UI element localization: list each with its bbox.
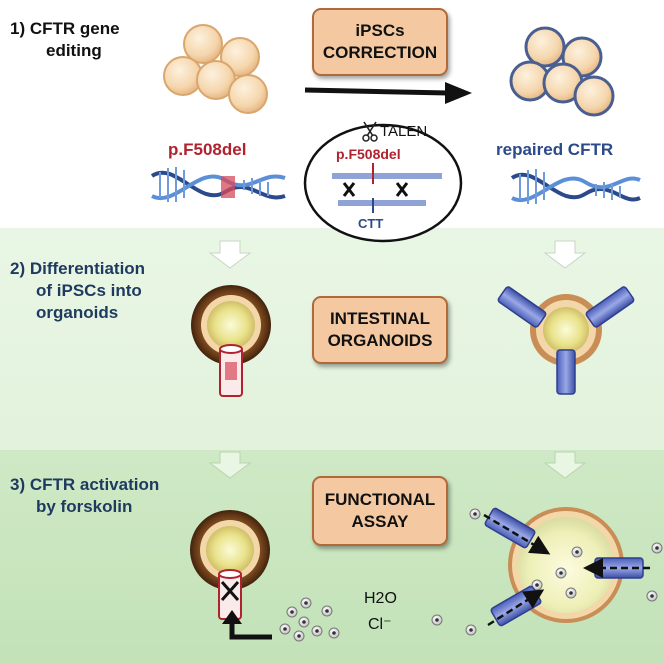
- arrow-right-icon: [445, 82, 472, 104]
- organoids-box-line2: ORGANOIDS: [327, 331, 433, 350]
- down-arrow-icon: [208, 451, 252, 479]
- step2-label: 2) Differentiation of iPSCs into organoi…: [10, 258, 210, 324]
- cftr-channel-icon: [585, 286, 635, 328]
- inset-mutation-label: p.F508del: [336, 146, 401, 162]
- step3-line1: 3) CFTR activation: [10, 475, 160, 494]
- ion-particle-icon: [279, 597, 477, 642]
- talen-label: TALEN: [380, 123, 428, 140]
- down-arrow-icon: [543, 240, 587, 269]
- mutant-label: p.F508del: [168, 140, 247, 159]
- ctt-label: CTT: [358, 216, 384, 231]
- assay-box: FUNCTIONAL ASSAY: [312, 476, 448, 546]
- assay-box-line1: FUNCTIONAL: [324, 490, 436, 509]
- dna-helix-icon: [150, 167, 286, 202]
- assay-box-line2: ASSAY: [351, 512, 409, 531]
- blocked-arrow: [229, 620, 272, 640]
- cftr-channel-icon: [219, 344, 243, 397]
- organoid-icon: [191, 285, 271, 365]
- step3-label: 3) CFTR activation by forskolin: [10, 474, 210, 518]
- cftr-channel-icon: [487, 585, 545, 627]
- step1-line2: editing: [46, 41, 102, 60]
- h2o-label: H2O: [364, 590, 397, 607]
- organoid-icon: [530, 294, 602, 366]
- repaired-label: repaired CFTR: [496, 140, 614, 159]
- cl-label: Cl⁻: [368, 616, 392, 633]
- cftr-channel-icon: [497, 286, 547, 328]
- scissors-icon: [362, 121, 378, 142]
- organoids-box: INTESTINAL ORGANOIDS: [312, 296, 448, 364]
- cell-cluster-icon: [509, 26, 615, 117]
- down-arrow-icon: [543, 451, 587, 479]
- cftr-channel-icon: [218, 569, 242, 620]
- step3-line2: by forskolin: [36, 497, 133, 516]
- cell-cluster-icon: [163, 24, 268, 114]
- step2-line1: 2) Differentiation: [10, 259, 146, 278]
- cftr-channel-icon: [483, 507, 551, 555]
- correction-box: iPSCs CORRECTION: [312, 8, 448, 76]
- organoids-box-line1: INTESTINAL: [329, 309, 431, 328]
- cftr-channel-icon: [583, 557, 650, 579]
- down-arrow-icon: [208, 240, 252, 269]
- step2-line2: of iPSCs into: [36, 281, 142, 300]
- organoid-icon: [190, 510, 270, 590]
- step1-line1: 1) CFTR gene: [10, 19, 120, 38]
- dna-helix-icon: [510, 169, 641, 204]
- ion-particle-icon: [469, 508, 663, 602]
- step1-label: 1) CFTR gene editing: [10, 18, 170, 62]
- step2-line3: organoids: [36, 303, 119, 322]
- talen-inset: [303, 123, 463, 243]
- correction-box-line2: CORRECTION: [322, 43, 438, 62]
- cftr-channel-icon: [556, 349, 576, 395]
- correction-box-line1: iPSCs: [355, 21, 405, 40]
- crossover-icon: [342, 182, 409, 197]
